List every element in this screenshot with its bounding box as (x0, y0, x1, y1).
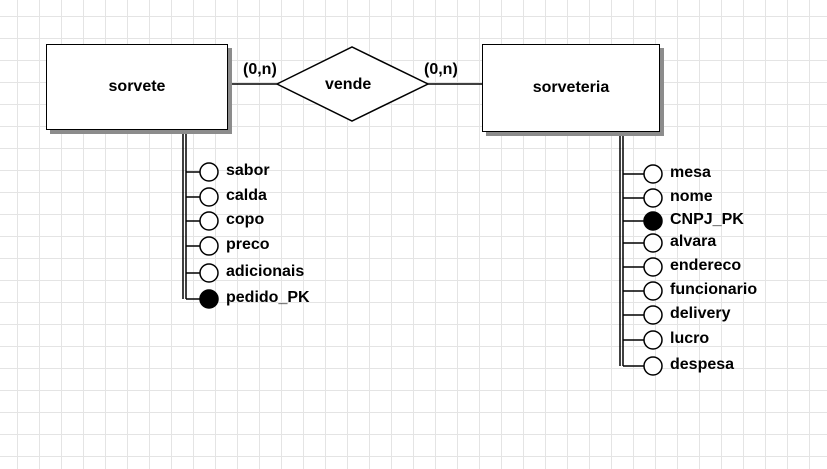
sorveteria-attribute-marker[interactable] (643, 356, 663, 376)
sorvete-attribute-label: preco (226, 236, 270, 253)
sorveteria-attribute-label: funcionario (670, 281, 758, 298)
sorvete-attribute-marker[interactable] (199, 187, 219, 207)
sorvete-attribute-label: copo (226, 211, 265, 228)
sorvete-key-attribute-marker[interactable] (199, 289, 219, 309)
entity-sorveteria[interactable]: sorveteria (482, 44, 660, 132)
sorveteria-attribute-label: alvara (670, 233, 717, 250)
sorveteria-attribute-label: despesa (670, 356, 735, 373)
sorveteria-attribute-label: lucro (670, 330, 710, 347)
sorveteria-attribute-label: nome (670, 188, 713, 205)
sorvete-attribute-label: pedido_PK (226, 289, 310, 306)
sorvete-attribute-label: sabor (226, 162, 270, 179)
sorveteria-attribute-marker[interactable] (643, 188, 663, 208)
sorvete-attribute-marker[interactable] (199, 263, 219, 283)
sorvete-attribute-label: adicionais (226, 263, 305, 280)
sorveteria-attribute-marker[interactable] (643, 281, 663, 301)
cardinality-left: (0,n) (243, 61, 277, 78)
sorveteria-key-attribute-marker[interactable] (643, 211, 663, 231)
sorveteria-attribute-marker[interactable] (643, 305, 663, 325)
sorveteria-attribute-marker[interactable] (643, 330, 663, 350)
relationship-diamond[interactable] (275, 46, 430, 122)
sorvete-attribute-lines (182, 128, 219, 309)
sorvete-attribute-marker[interactable] (199, 162, 219, 182)
sorveteria-attribute-marker[interactable] (643, 233, 663, 253)
entity-sorvete-label: sorvete (108, 78, 166, 95)
sorvete-attribute-marker[interactable] (199, 236, 219, 256)
relationship-label: vende (325, 76, 372, 93)
entity-sorveteria-label: sorveteria (532, 79, 610, 96)
sorveteria-attribute-lines (619, 130, 663, 376)
sorveteria-attribute-label: delivery (670, 305, 731, 322)
sorveteria-attribute-label: CNPJ_PK (670, 211, 744, 228)
sorveteria-attribute-marker[interactable] (643, 257, 663, 277)
sorvete-attribute-label: calda (226, 187, 267, 204)
sorveteria-attribute-label: mesa (670, 164, 711, 181)
cardinality-right: (0,n) (424, 61, 458, 78)
entity-sorvete[interactable]: sorvete (46, 44, 228, 130)
sorvete-attribute-marker[interactable] (199, 211, 219, 231)
sorveteria-attribute-marker[interactable] (643, 164, 663, 184)
sorveteria-attribute-label: endereco (670, 257, 742, 274)
